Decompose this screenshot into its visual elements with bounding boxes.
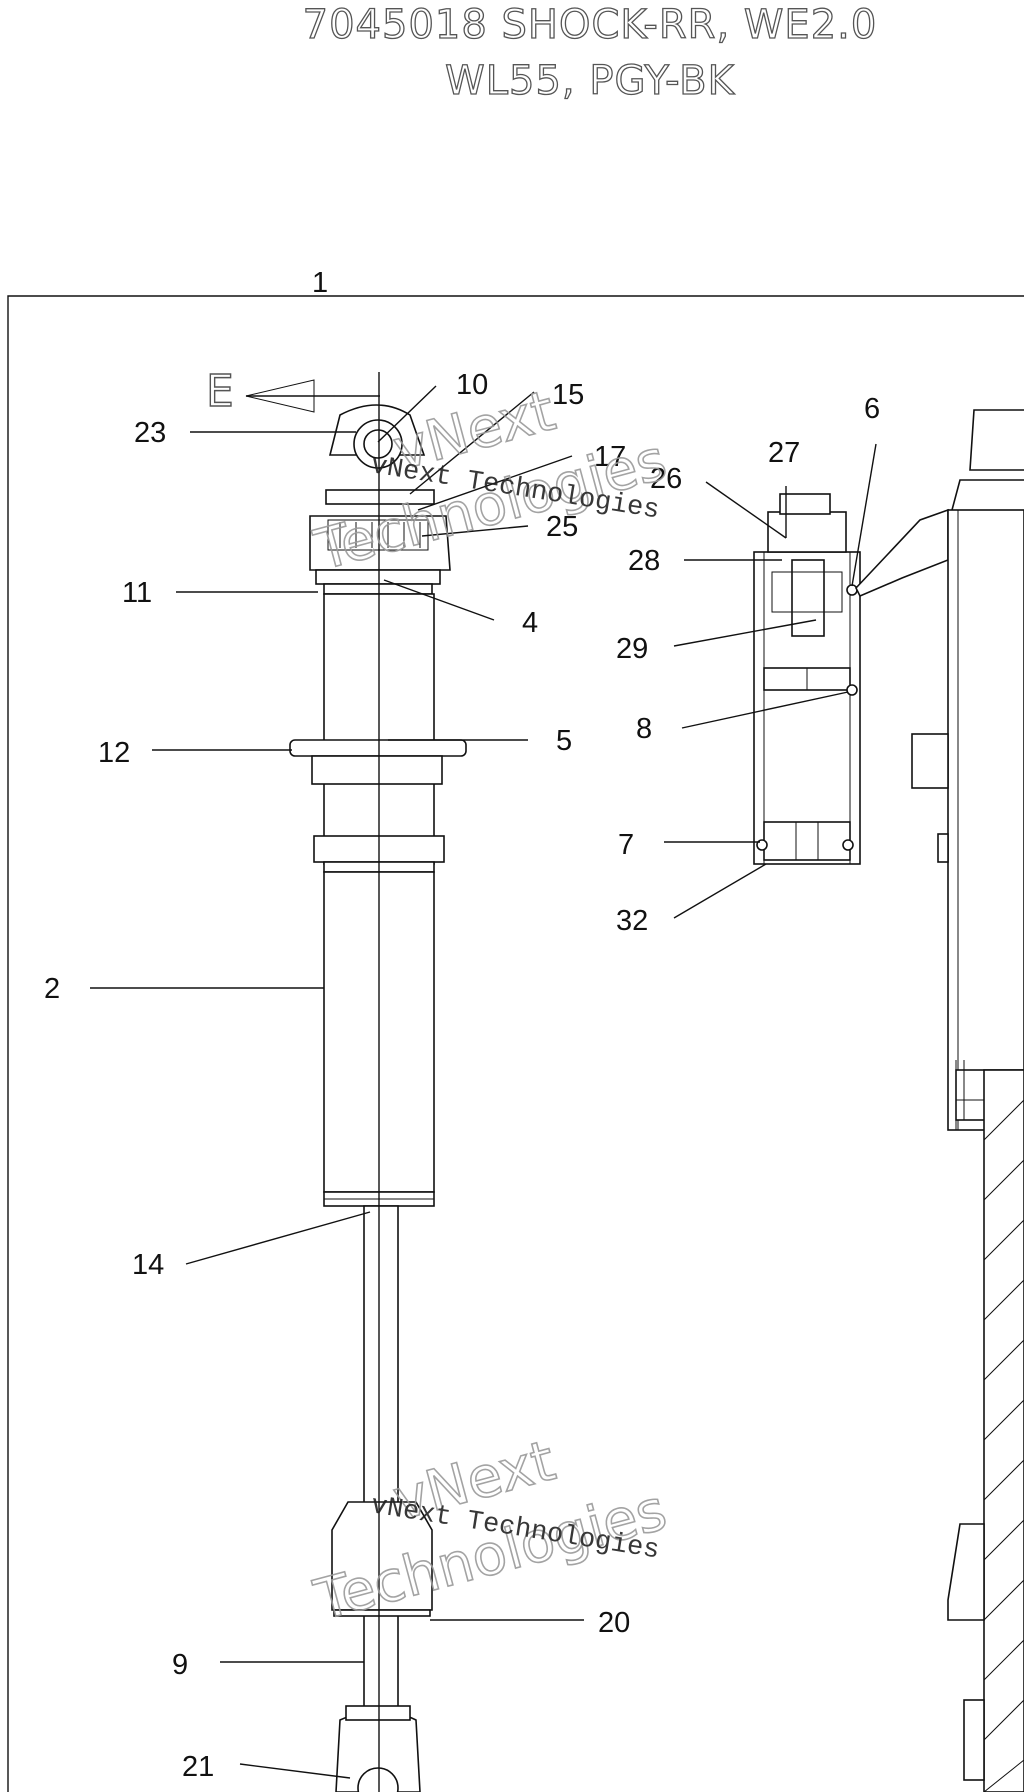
leader-lines	[90, 385, 877, 1779]
top-cap	[309, 515, 451, 571]
cutaway-body	[947, 509, 1024, 1131]
callout-14: 14	[132, 1249, 164, 1281]
cutaway-shaft	[983, 1069, 1024, 1792]
callout-27: 27	[768, 437, 800, 469]
callout-28: 28	[628, 545, 660, 577]
shock-assembly	[289, 372, 467, 1792]
diagram-title-line2: WL55, PGY-BK	[445, 57, 735, 104]
callout-10: 10	[456, 369, 488, 401]
cross-section-view	[855, 409, 1024, 1792]
callout-20: 20	[598, 1607, 630, 1639]
callout-9: 9	[172, 1649, 188, 1681]
diagram-title-line1: 7045018 SHOCK-RR, WE2.0	[302, 1, 878, 48]
reservoir-end-cap	[763, 821, 851, 861]
callout-32: 32	[616, 905, 648, 937]
bump-stop	[331, 1501, 433, 1611]
callout-1: 1	[312, 267, 328, 299]
callout-6: 6	[864, 393, 880, 425]
callout-25: 25	[546, 511, 578, 543]
callout-labels: 1 10 15 23 17 25 11 4 12 5 2 14 20 9 21 …	[44, 267, 880, 1783]
view-label: E	[206, 366, 234, 417]
callout-4: 4	[522, 607, 538, 639]
view-arrow-e: E	[205, 365, 380, 418]
reservoir-valve	[791, 559, 825, 637]
callout-15: 15	[552, 379, 584, 411]
callout-26: 26	[650, 463, 682, 495]
callout-29: 29	[616, 633, 648, 665]
callout-8: 8	[636, 713, 652, 745]
callout-21: 21	[182, 1751, 214, 1783]
callout-2: 2	[44, 973, 60, 1005]
reservoir-section	[753, 493, 861, 865]
callout-17: 17	[594, 441, 626, 473]
callout-5: 5	[556, 725, 572, 757]
callout-11: 11	[122, 577, 152, 609]
callout-12: 12	[98, 737, 130, 769]
callout-7: 7	[618, 829, 634, 861]
reservoir-hose-fitting	[855, 508, 949, 598]
preload-ring	[289, 739, 467, 757]
shock-shaft	[363, 1205, 399, 1792]
callout-23: 23	[134, 417, 166, 449]
assembly-frame	[7, 295, 1024, 1792]
